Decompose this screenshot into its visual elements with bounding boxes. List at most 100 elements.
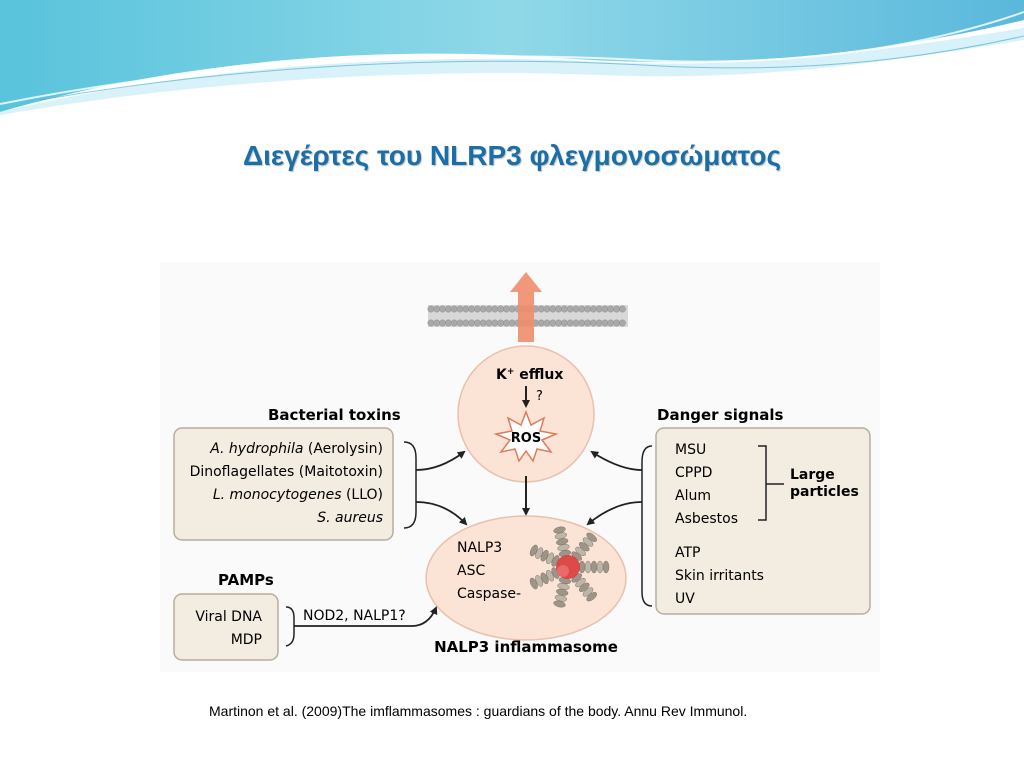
membrane-bead	[433, 305, 441, 313]
membrane-bead	[613, 319, 621, 327]
toxin-item-4: S. aureus	[317, 510, 383, 526]
membrane-bead	[491, 305, 499, 313]
membrane-bead	[607, 319, 615, 327]
membrane-bead	[543, 305, 551, 313]
toxin-item-2: Dinoflagellates (Maitotoxin)	[190, 464, 383, 480]
inflammasome-spoke	[571, 532, 597, 561]
membrane-bead	[444, 319, 452, 327]
large-particles-bracket	[758, 445, 767, 521]
lower-cell	[425, 515, 627, 641]
danger-to-upper-arrow	[590, 450, 643, 471]
membrane-bead	[584, 319, 592, 327]
membrane-bead	[618, 305, 626, 313]
inflammasome-label: NALP3 inflammasome	[434, 638, 618, 656]
membrane-bead	[601, 319, 609, 327]
membrane-bead	[462, 305, 470, 313]
bacterial-toxins-title: Bacterial toxins	[268, 406, 401, 424]
membrane-bead	[607, 305, 615, 313]
membrane-bead	[508, 305, 516, 313]
danger-other-item-3: UV	[675, 591, 695, 607]
pamps-to-inflammasome-arrow	[294, 606, 438, 627]
membrane-bead	[549, 305, 557, 313]
membrane-bead	[427, 305, 435, 313]
header-wave-decoration	[0, 0, 1024, 115]
membrane-bead	[462, 319, 470, 327]
membrane-bead	[549, 319, 557, 327]
pamps-item-1: Viral DNA	[195, 609, 262, 625]
efflux-arrow-up	[510, 272, 542, 342]
membrane-bead	[497, 305, 505, 313]
inflammasome-spoke	[553, 526, 571, 557]
large-particles-label-2: particles	[790, 484, 859, 500]
large-particles-label-1: Large	[790, 467, 835, 483]
membrane-bead	[618, 319, 626, 327]
danger-large-item-4: Asbestos	[675, 511, 738, 527]
danger-large-item-1: MSU	[675, 442, 706, 458]
membrane-bead	[473, 319, 481, 327]
membrane-bead	[589, 319, 597, 327]
slide-title: Διεγέρτες του NLRP3 φλεγμονοσώματος	[242, 140, 782, 171]
membrane-bead	[601, 305, 609, 313]
membrane-bead	[589, 305, 597, 313]
toxin-item-3: L. monocytogenes (LLO)	[213, 487, 383, 503]
membrane-bead	[572, 319, 580, 327]
membrane-bead	[479, 319, 487, 327]
membrane-bead	[578, 305, 586, 313]
pamps-item-2: MDP	[231, 632, 262, 648]
danger-to-lower-arrow	[586, 501, 643, 526]
membrane-bead	[468, 305, 476, 313]
membrane-bead	[479, 305, 487, 313]
ros-label: ROS	[511, 431, 541, 446]
inflammasome-component-1: NALP3	[457, 540, 502, 556]
membrane-bead	[595, 319, 603, 327]
membrane-bead	[560, 305, 568, 313]
membrane-bead	[427, 319, 435, 327]
inflammasome-spoke	[553, 577, 571, 608]
citation: Martinon et al. (2009)The imflammasomes …	[209, 703, 748, 719]
bacterial-toxins-box	[173, 427, 394, 541]
toxins-to-upper-arrow	[415, 450, 466, 471]
danger-other-item-1: ATP	[675, 545, 700, 561]
membrane-bead	[502, 319, 510, 327]
membrane-bead	[543, 319, 551, 327]
membrane-bead	[555, 305, 563, 313]
ros-starburst	[493, 409, 559, 463]
membrane-bead	[473, 305, 481, 313]
inflammasome-spoke	[571, 573, 597, 602]
danger-large-item-2: CPPD	[675, 465, 712, 481]
membrane-bead	[444, 305, 452, 313]
danger-signals-title: Danger signals	[657, 406, 784, 424]
inflammasome-spoke	[529, 567, 560, 590]
pamps-receptor-label: NOD2, NALP1?	[303, 608, 406, 624]
pamps-title: PAMPs	[218, 571, 274, 589]
danger-other-item-2: Skin irritants	[675, 568, 764, 584]
membrane-bead	[566, 319, 574, 327]
membrane-bead	[450, 305, 458, 313]
membrane-bead	[433, 319, 441, 327]
membrane-bead	[502, 305, 510, 313]
membrane-bead	[555, 319, 563, 327]
inflammasome-component-2: ASC	[457, 563, 485, 579]
inflammasome-component-3: Caspase-	[457, 586, 521, 602]
membrane-bead	[485, 305, 493, 313]
k-efflux-label: K+ efflux	[496, 367, 563, 383]
danger-bracket	[641, 445, 653, 607]
nlrp3-diagram: K+ efflux ? ROS NALP3 ASC Caspase- NALP3…	[160, 262, 880, 672]
membrane-bead	[456, 305, 464, 313]
membrane-bead	[537, 319, 545, 327]
membrane-bead	[595, 305, 603, 313]
membrane-bead	[456, 319, 464, 327]
membrane-bead	[508, 319, 516, 327]
membrane-bead	[584, 305, 592, 313]
membrane-bead	[491, 319, 499, 327]
question-mark: ?	[536, 389, 543, 404]
membrane-bead	[613, 305, 621, 313]
membrane-bead	[566, 305, 574, 313]
danger-large-item-3: Alum	[675, 488, 711, 504]
membrane-bead	[450, 319, 458, 327]
danger-signals-box	[655, 427, 871, 615]
membrane-bead	[560, 319, 568, 327]
membrane-bead	[485, 319, 493, 327]
membrane-bead	[439, 305, 447, 313]
pamps-box	[173, 593, 279, 661]
